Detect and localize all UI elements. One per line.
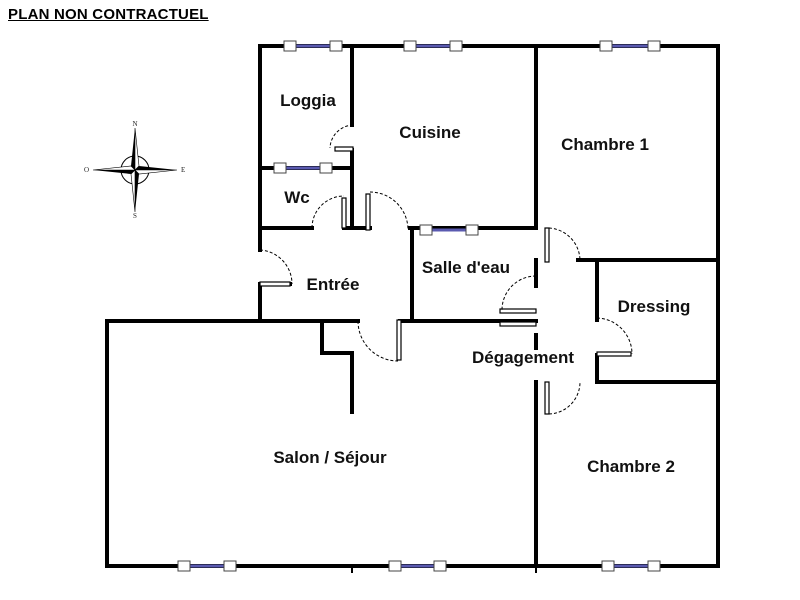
compass-icon: N S E O [84, 120, 185, 220]
room-label-dressing: Dressing [618, 297, 691, 316]
door-loggia [329, 124, 354, 152]
room-label-chambre2: Chambre 2 [587, 457, 675, 476]
door-dressing [596, 317, 633, 357]
compass-north: N [132, 120, 137, 128]
window-chambre2 [601, 560, 661, 572]
window-cuisine [403, 40, 463, 52]
room-label-cuisine: Cuisine [399, 123, 460, 142]
compass-east: E [181, 166, 185, 174]
room-label-degagement: Dégagement [472, 348, 574, 367]
compass-west: O [84, 166, 89, 174]
door-chambre2 [544, 381, 581, 415]
room-label-chambre1: Chambre 1 [561, 135, 649, 154]
window-wc [273, 162, 333, 174]
window-salon-left [177, 560, 237, 572]
door-chambre1 [544, 227, 581, 263]
window-chambre1 [599, 40, 661, 52]
window-salon-right [388, 560, 447, 572]
window-salle-eau [419, 224, 479, 236]
door-entree [259, 249, 293, 287]
room-label-loggia: Loggia [280, 91, 336, 110]
door-wc [311, 195, 347, 229]
compass-south: S [133, 212, 137, 220]
windows [177, 40, 661, 572]
room-labels: Loggia Cuisine Chambre 1 Wc Entrée Salle… [273, 91, 690, 476]
room-label-salon: Salon / Séjour [273, 448, 387, 467]
plan-header: PLAN NON CONTRACTUEL [8, 6, 209, 23]
window-loggia [283, 40, 343, 52]
room-label-salle-eau: Salle d'eau [422, 258, 510, 277]
door-salon [357, 319, 402, 362]
room-label-entree: Entrée [307, 275, 360, 294]
wall-ticks [351, 566, 537, 573]
door-cuisine [365, 191, 409, 231]
room-label-wc: Wc [284, 188, 310, 207]
doors [259, 124, 633, 415]
door-salle-eau [499, 275, 537, 314]
door-degagement [499, 321, 537, 327]
